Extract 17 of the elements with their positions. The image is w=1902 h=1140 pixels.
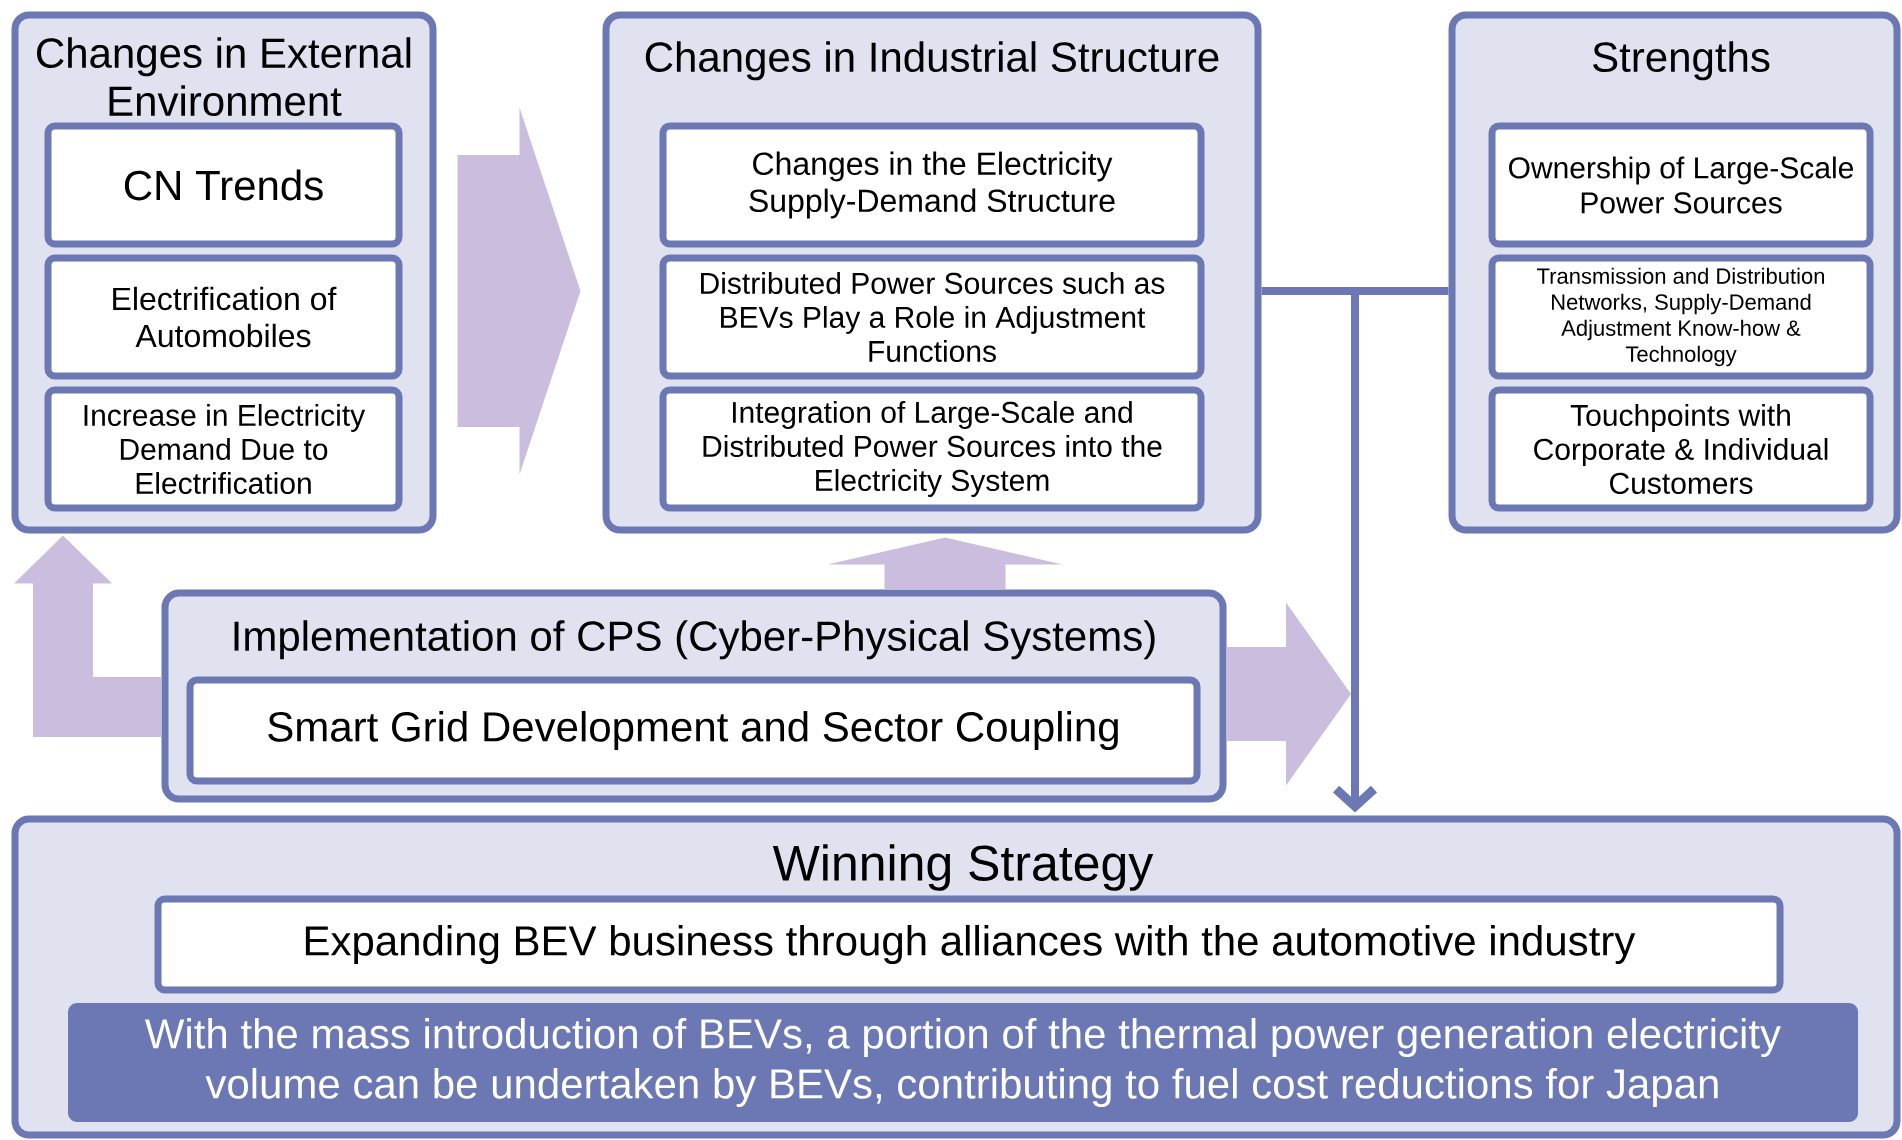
text-box: Distributed Power Sources such as BEVs Play a Role in Adjustment Functions: [659, 254, 1205, 380]
text-box: Integration of Large-Scale and Distributed Power Sources into the Electricity System: [659, 386, 1205, 512]
connector-arrow: [1261, 287, 1355, 813]
highlight-banner: With the mass introduction of BEVs, a portion of the thermal power generation electricity volume can be undertaken by BEVs, contributing to fuel cost reductions for Japan: [68, 1003, 1859, 1122]
text-box: Touchpoints with Corporate & Individual Customers: [1488, 386, 1874, 512]
block-arrow: [1226, 602, 1351, 786]
text-box: Transmission and Distribution Networks, Supply-Demand Adjustment Know-how & Technology: [1488, 254, 1874, 380]
block-arrow: [14, 535, 162, 737]
text-box: Smart Grid Development and Sector Coupling: [186, 676, 1201, 785]
text-box: Increase in Electricity Demand Due to Electrification: [44, 386, 403, 512]
text-box: Electrification of Automobiles: [44, 254, 403, 380]
text-box: Ownership of Large-Scale Power Sources: [1488, 122, 1874, 248]
text-box: Expanding BEV business through alliances with the automotive industry: [154, 895, 1784, 994]
text-box: CN Trends: [44, 122, 403, 248]
connector-arrow: [1355, 287, 1449, 813]
block-arrow: [827, 537, 1063, 590]
text-box: Changes in the Electricity Supply-Demand Structure: [659, 122, 1205, 248]
